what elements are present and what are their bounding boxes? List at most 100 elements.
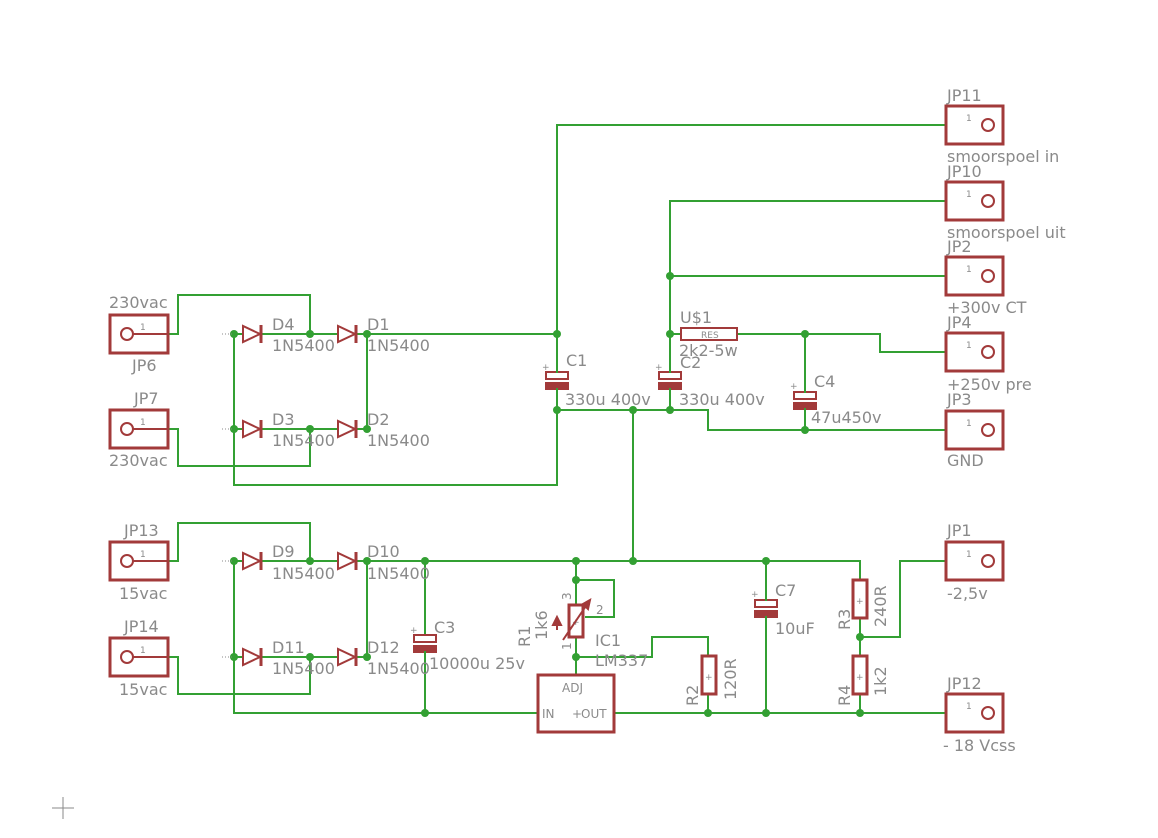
- resistor-u1[interactable]: RES U$1 2k2-5w: [679, 308, 738, 360]
- svg-text:IN: IN: [542, 707, 555, 721]
- svg-text:smoorspoel uit: smoorspoel uit: [947, 223, 1066, 242]
- svg-text:120R: 120R: [721, 658, 740, 700]
- svg-text:1: 1: [140, 323, 146, 333]
- svg-text:R4: R4: [835, 685, 854, 706]
- svg-text:1: 1: [966, 114, 972, 124]
- svg-text:D9: D9: [272, 542, 295, 561]
- regulator-ic1[interactable]: ADJ IN + OUT IC1 LM337: [536, 631, 648, 734]
- svg-text:+: +: [572, 707, 582, 721]
- svg-text:JP13: JP13: [123, 521, 159, 540]
- connector-jp4[interactable]: 1 JP4 +250v pre: [944, 313, 1032, 394]
- svg-text:10000u 25v: 10000u 25v: [429, 654, 525, 673]
- svg-text:GND: GND: [947, 451, 984, 470]
- svg-text:230vac: 230vac: [109, 293, 168, 312]
- svg-text:U$1: U$1: [680, 308, 712, 327]
- svg-text:ADJ: ADJ: [562, 681, 583, 695]
- svg-text:15vac: 15vac: [119, 584, 167, 603]
- svg-text:JP4: JP4: [946, 313, 972, 332]
- svg-text:1N5400: 1N5400: [367, 564, 430, 583]
- svg-text:10uF: 10uF: [775, 619, 815, 638]
- svg-text:+: +: [751, 590, 759, 600]
- svg-text:JP1: JP1: [946, 521, 972, 540]
- svg-text:47u450v: 47u450v: [811, 408, 882, 427]
- svg-text:D4: D4: [272, 315, 295, 334]
- origin-cross-icon: [52, 797, 74, 819]
- connector-jp6[interactable]: 1 230vac JP6: [108, 293, 170, 375]
- svg-text:R3: R3: [835, 609, 854, 630]
- svg-text:1N5400: 1N5400: [367, 336, 430, 355]
- svg-text:1: 1: [966, 341, 972, 351]
- svg-text:+300v CT: +300v CT: [947, 298, 1027, 317]
- resistor-r3[interactable]: + R3 240R: [835, 578, 890, 630]
- svg-text:+: +: [655, 363, 663, 373]
- svg-text:1: 1: [140, 418, 146, 428]
- svg-text:3: 3: [560, 592, 574, 600]
- connector-jp13[interactable]: 1 JP13 15vac: [108, 521, 170, 603]
- svg-text:+: +: [572, 618, 580, 628]
- svg-text:1: 1: [140, 646, 146, 656]
- potentiometer-r1[interactable]: + 3 2 1 R1 1k6: [515, 592, 604, 650]
- svg-text:15vac: 15vac: [119, 680, 167, 699]
- svg-text:1N5400: 1N5400: [367, 431, 430, 450]
- svg-text:+: +: [705, 673, 713, 683]
- svg-text:2k2-5w: 2k2-5w: [679, 341, 738, 360]
- svg-text:330u 400v: 330u 400v: [679, 390, 765, 409]
- connector-jp7[interactable]: 1 JP7 230vac: [108, 389, 170, 470]
- svg-text:1: 1: [966, 190, 972, 200]
- svg-text:D10: D10: [367, 542, 400, 561]
- capacitor-c2[interactable]: + C2 330u 400v: [655, 353, 765, 409]
- connector-jp12[interactable]: 1 JP12 - 18 Vcss: [943, 674, 1016, 755]
- svg-text:C3: C3: [434, 618, 455, 637]
- svg-text:C4: C4: [814, 372, 835, 391]
- svg-text:1N5400: 1N5400: [272, 336, 335, 355]
- svg-text:+: +: [410, 626, 418, 636]
- svg-text:C2: C2: [680, 353, 701, 372]
- svg-text:+: +: [856, 673, 864, 683]
- diode-d9[interactable]: D9 1N5400: [222, 542, 335, 583]
- svg-text:1: 1: [966, 265, 972, 275]
- svg-text:LM337: LM337: [595, 651, 648, 670]
- diode-d2[interactable]: D2 1N5400: [337, 410, 430, 450]
- capacitor-c7[interactable]: + C7 10uF: [751, 581, 815, 638]
- svg-text:D1: D1: [367, 315, 390, 334]
- diode-d4[interactable]: D4 1N5400: [222, 315, 335, 355]
- diode-d11[interactable]: D11 1N5400: [222, 638, 335, 678]
- svg-text:- 18 Vcss: - 18 Vcss: [943, 736, 1016, 755]
- capacitor-c3[interactable]: + C3 10000u 25v: [410, 618, 525, 673]
- svg-text:D11: D11: [272, 638, 305, 657]
- resistor-r2[interactable]: + R2 120R: [683, 654, 740, 706]
- connector-jp10[interactable]: 1 JP10 smoorspoel uit: [944, 162, 1066, 242]
- diode-d12[interactable]: D12 1N5400: [337, 638, 430, 678]
- svg-text:+: +: [790, 382, 798, 392]
- svg-text:OUT: OUT: [581, 707, 607, 721]
- svg-text:D12: D12: [367, 638, 400, 657]
- svg-text:1: 1: [140, 550, 146, 560]
- svg-text:JP6: JP6: [131, 356, 157, 375]
- svg-text:C1: C1: [566, 351, 587, 370]
- connector-jp1[interactable]: 1 JP1 -2,5v: [944, 521, 1005, 603]
- svg-text:1: 1: [966, 702, 972, 712]
- svg-text:+250v pre: +250v pre: [947, 375, 1032, 394]
- connector-jp11[interactable]: 1 JP11 smoorspoel in: [944, 86, 1059, 166]
- svg-text:JP3: JP3: [946, 390, 972, 409]
- svg-text:smoorspoel in: smoorspoel in: [947, 147, 1059, 166]
- svg-text:+: +: [856, 597, 864, 607]
- diode-d10[interactable]: D10 1N5400: [337, 542, 430, 583]
- connector-jp3[interactable]: 1 JP3 GND: [944, 390, 1005, 470]
- svg-text:JP11: JP11: [946, 86, 982, 105]
- diode-d1[interactable]: D1 1N5400: [337, 315, 430, 355]
- capacitor-c1[interactable]: + C1 330u 400v: [542, 351, 651, 409]
- resistor-r4[interactable]: + R4 1k2: [835, 654, 890, 706]
- svg-text:JP2: JP2: [946, 237, 972, 256]
- svg-text:1: 1: [966, 419, 972, 429]
- connector-jp14[interactable]: 1 JP14 15vac: [108, 617, 170, 699]
- connector-jp2[interactable]: 1 JP2 +300v CT: [944, 237, 1027, 317]
- svg-text:RES: RES: [701, 331, 719, 341]
- svg-text:1N5400: 1N5400: [272, 659, 335, 678]
- svg-text:1: 1: [560, 642, 574, 650]
- diode-d3[interactable]: D3 1N5400: [222, 410, 335, 450]
- junction-dots: [230, 272, 864, 717]
- svg-text:330u 400v: 330u 400v: [565, 390, 651, 409]
- capacitor-c4[interactable]: + C4 47u450v: [790, 372, 882, 431]
